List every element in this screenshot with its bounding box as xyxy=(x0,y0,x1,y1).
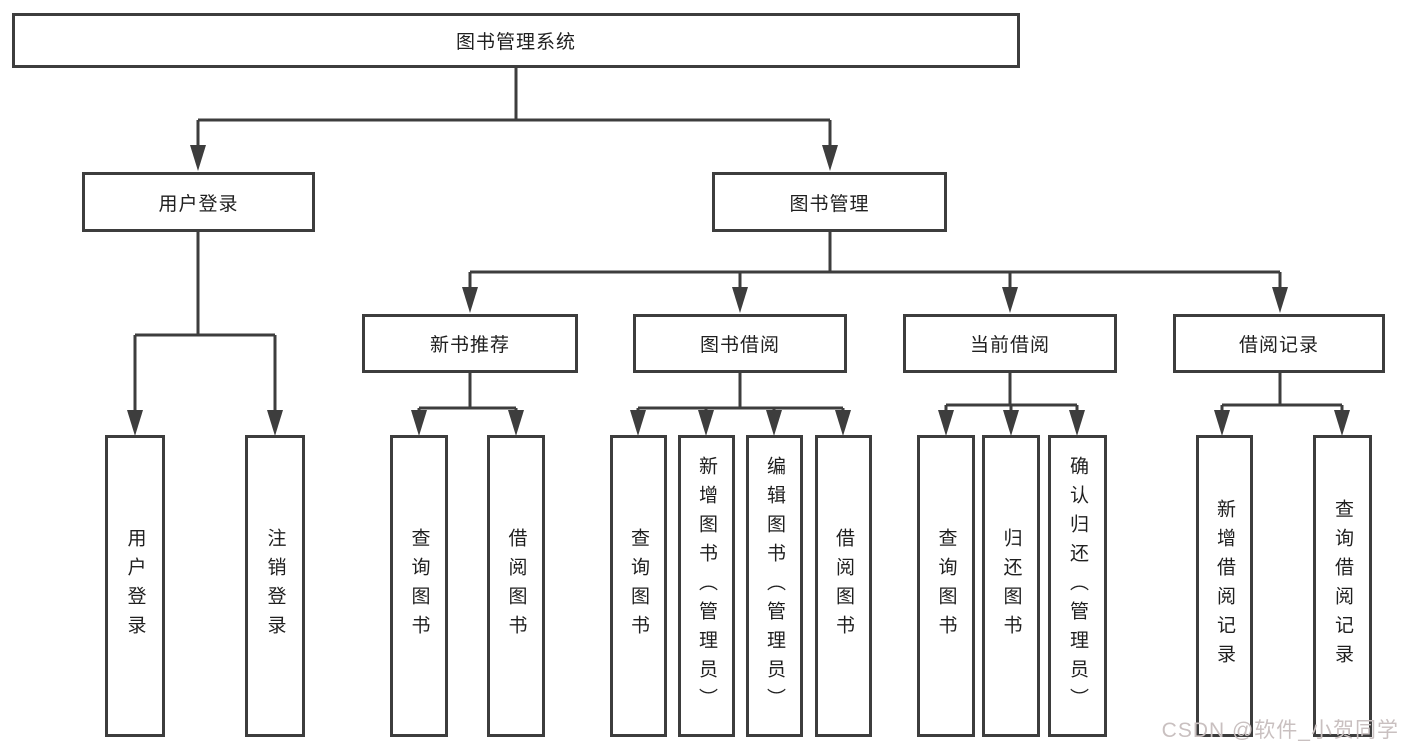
leaf-newbook-borrow-books: 借阅图书 xyxy=(487,435,545,737)
leaf-current-return-books-label: 归还图书 xyxy=(1000,528,1022,644)
leaf-borrowing-borrow-books: 借阅图书 xyxy=(815,435,872,737)
node-user-login-label: 用户登录 xyxy=(158,193,239,215)
node-book-borrowing: 图书借阅 xyxy=(633,314,847,373)
leaf-current-confirm-return-admin: 确认归还（管理员） xyxy=(1048,435,1107,737)
leaf-logout-login-label: 注销登录 xyxy=(264,528,286,644)
leaf-user-login: 用户登录 xyxy=(105,435,165,737)
leaf-current-query-books-label: 查询图书 xyxy=(935,528,957,644)
arrowheads xyxy=(127,145,1350,436)
leaf-borrowing-add-books-admin-label: 新增图书（管理员） xyxy=(696,455,717,717)
node-current-borrowing: 当前借阅 xyxy=(903,314,1117,373)
node-root: 图书管理系统 xyxy=(12,13,1020,68)
leaf-records-add-record-label: 新增借阅记录 xyxy=(1214,499,1235,673)
leaf-borrowing-edit-books-admin-label: 编辑图书（管理员） xyxy=(764,455,785,717)
leaf-borrowing-borrow-books-label: 借阅图书 xyxy=(833,528,854,644)
node-user-login: 用户登录 xyxy=(82,172,315,232)
leaf-records-query-record-label: 查询借阅记录 xyxy=(1332,499,1353,673)
node-current-borrowing-label: 当前借阅 xyxy=(969,335,1050,356)
leaf-newbook-borrow-books-label: 借阅图书 xyxy=(505,528,527,644)
leaf-logout-login: 注销登录 xyxy=(245,435,305,737)
node-borrowing-records-label: 借阅记录 xyxy=(1238,335,1319,356)
leaf-newbook-query-books-label: 查询图书 xyxy=(408,528,430,644)
leaf-newbook-query-books: 查询图书 xyxy=(390,435,448,737)
leaf-borrowing-query-books-label: 查询图书 xyxy=(628,528,649,644)
node-root-label: 图书管理系统 xyxy=(455,32,576,53)
csdn-watermark: CSDN @软件_小贺同学 xyxy=(1161,719,1399,742)
node-book-borrowing-label: 图书借阅 xyxy=(699,335,780,356)
leaf-borrowing-query-books: 查询图书 xyxy=(610,435,667,737)
leaf-current-confirm-return-admin-label: 确认归还（管理员） xyxy=(1067,455,1088,717)
node-borrowing-records: 借阅记录 xyxy=(1173,314,1385,373)
leaf-user-login-label: 用户登录 xyxy=(124,528,146,644)
node-new-book-recommendation: 新书推荐 xyxy=(362,314,578,373)
node-book-management: 图书管理 xyxy=(712,172,947,232)
leaf-records-query-record: 查询借阅记录 xyxy=(1313,435,1372,737)
leaf-borrowing-edit-books-admin: 编辑图书（管理员） xyxy=(746,435,803,737)
leaf-current-return-books: 归还图书 xyxy=(982,435,1040,737)
node-new-book-recommendation-label: 新书推荐 xyxy=(429,335,510,356)
leaf-current-query-books: 查询图书 xyxy=(917,435,975,737)
node-book-management-label: 图书管理 xyxy=(789,193,870,215)
leaf-borrowing-add-books-admin: 新增图书（管理员） xyxy=(678,435,735,737)
leaf-records-add-record: 新增借阅记录 xyxy=(1196,435,1253,737)
